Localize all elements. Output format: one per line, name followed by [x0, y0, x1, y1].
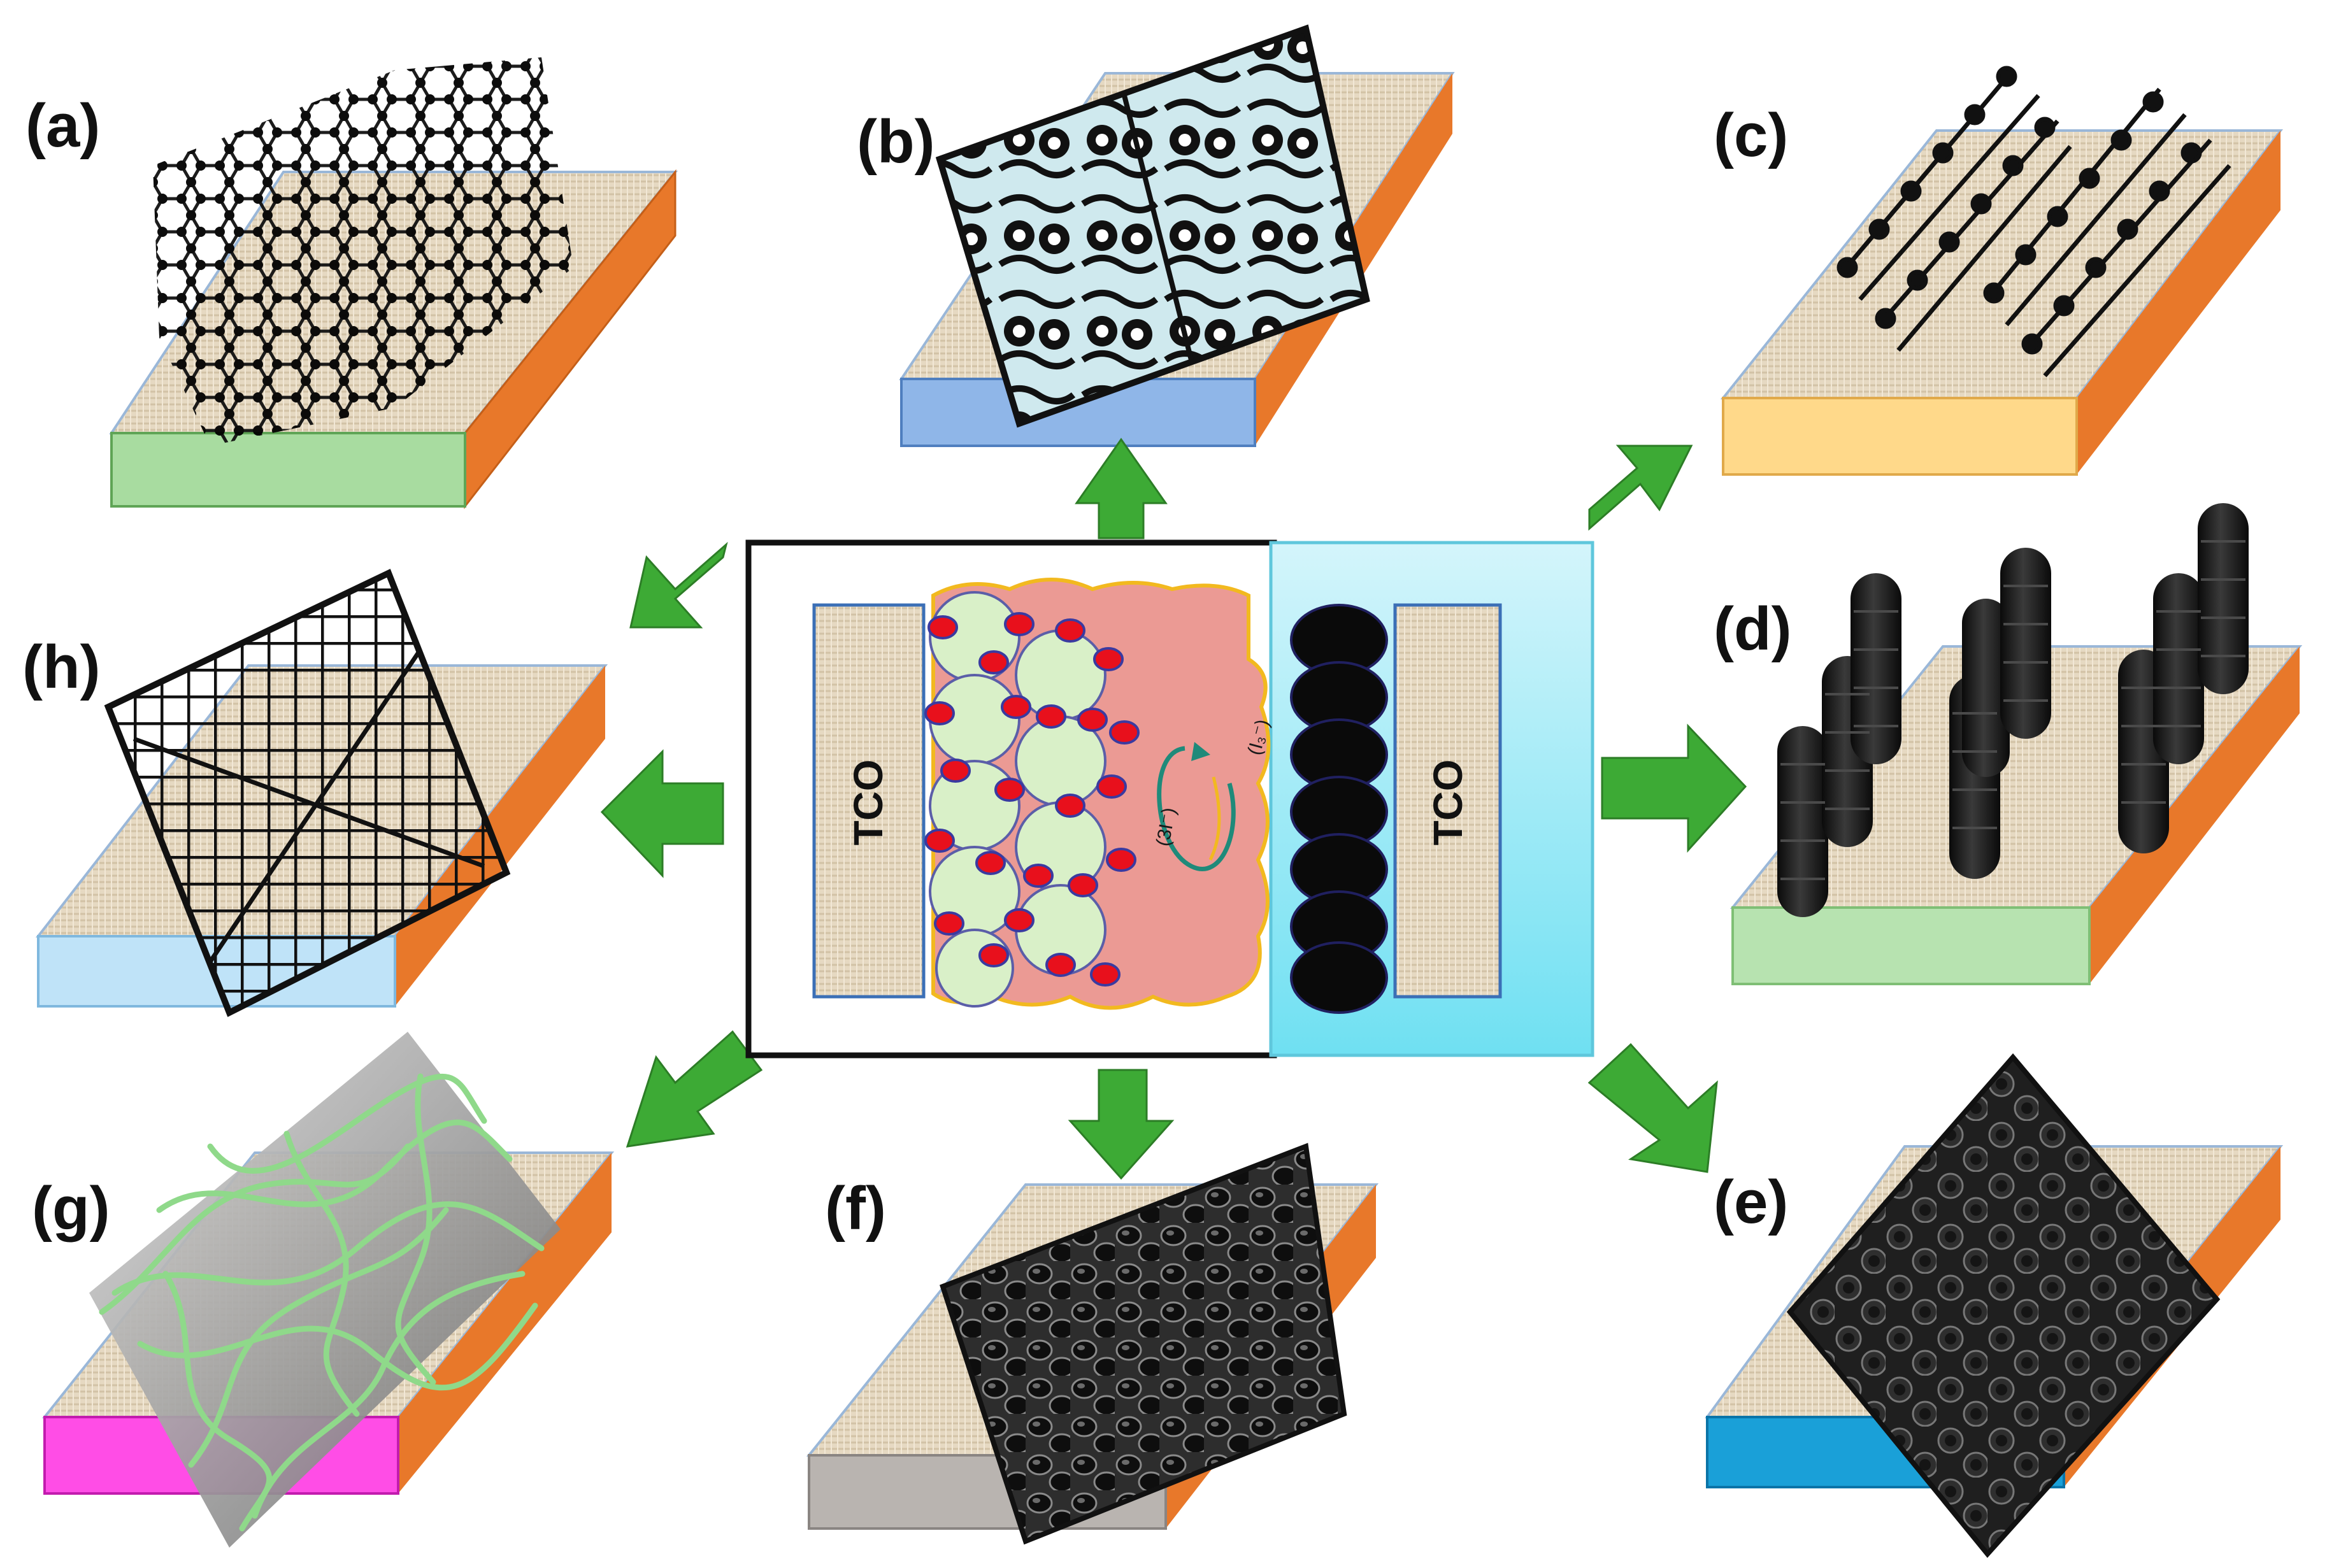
panel-b-label: (b) [857, 108, 935, 176]
counter-electrode-particles [1290, 604, 1388, 1014]
panel-g [41, 1032, 615, 1548]
arrow-to-a [629, 541, 728, 629]
arrow-to-f [1068, 1069, 1175, 1180]
panel-a-label: (a) [25, 92, 101, 160]
panel-f [806, 1143, 1379, 1545]
panel-a [109, 57, 678, 510]
substrate-side [2077, 131, 2280, 474]
panel-d [1729, 503, 2303, 985]
arrow-to-g [626, 1030, 763, 1148]
nanotube-pillars [1777, 503, 2249, 917]
left-tco-label: TCO [845, 759, 891, 845]
substrate-side [395, 666, 605, 1006]
panel-c-label: (c) [1714, 101, 1789, 169]
nanofibers [99, 1073, 545, 1532]
panel-f-label: (f) [825, 1174, 886, 1243]
chain-arrays [1837, 66, 2231, 378]
panel-e [1705, 1053, 2284, 1558]
arrows [600, 438, 1747, 1180]
right-tco-label: TCO [1425, 759, 1471, 845]
substrate-side [398, 1153, 612, 1493]
panel-c [1720, 66, 2284, 476]
arrow-to-c [1588, 445, 1693, 531]
porous-film [940, 1143, 1347, 1545]
grid-mesh [104, 569, 511, 1017]
panel-h-label: (h) [22, 633, 101, 701]
substrate-side [2089, 646, 2300, 984]
left-tco [812, 603, 926, 999]
arrow-to-h [600, 749, 724, 878]
graphene-sheet [153, 57, 573, 446]
right-tco [1393, 603, 1502, 999]
arrow-to-d [1601, 723, 1747, 853]
arrow-to-b [1075, 438, 1168, 539]
sphere-film [1786, 1053, 2221, 1558]
substrate-front [110, 432, 466, 508]
panel-b [899, 24, 1455, 447]
substrate-front [1731, 906, 2091, 985]
dssc-cell: TCO TCO [745, 539, 1594, 1058]
panel-h [35, 569, 608, 1017]
substrate-front [1722, 397, 2078, 476]
framework-sheet [935, 24, 1370, 428]
panel-d-label: (d) [1714, 595, 1792, 663]
arrow-to-e [1587, 1043, 1718, 1173]
dye-molecules [924, 612, 1140, 987]
panel-g-label: (g) [32, 1174, 110, 1243]
panel-e-label: (e) [1714, 1168, 1789, 1236]
